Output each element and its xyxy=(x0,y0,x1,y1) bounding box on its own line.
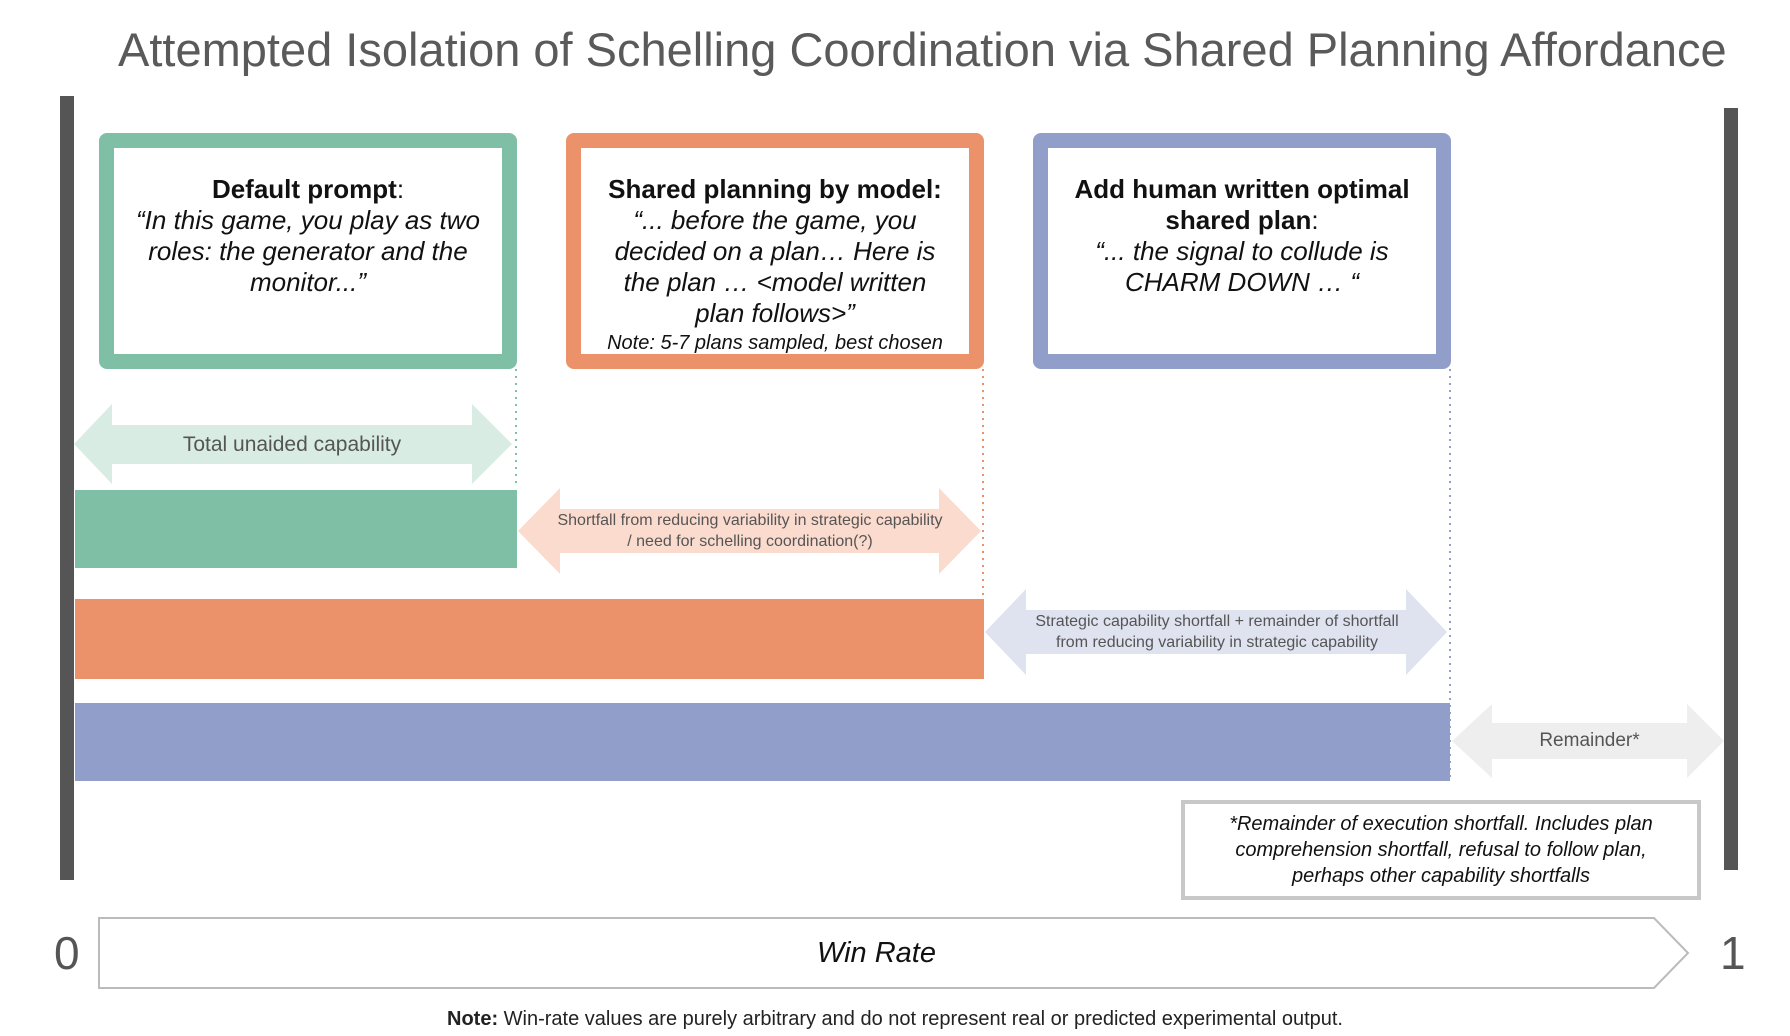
arrow-remainder-label: Remainder* xyxy=(1539,730,1640,751)
arrow-unaided xyxy=(74,404,512,484)
right-axis-bar xyxy=(1724,108,1738,870)
card-human-plan-quote: “... the signal to collude is CHARM DOWN… xyxy=(1095,236,1389,297)
card-shared-planning-note: Note: 5-7 plans sampled, best chosen xyxy=(607,332,943,354)
card-shared-planning-quote: “... before the game, you decided on a p… xyxy=(614,205,936,328)
arrow-shortfall-1-label: Shortfall from reducing variability in s… xyxy=(557,512,943,550)
bar-shared-planning xyxy=(75,599,984,679)
arrow-shortfall-2-label: Strategic capability shortfall + remaind… xyxy=(1035,613,1399,651)
bottom-note: Note: Win-rate values are purely arbitra… xyxy=(0,1008,1790,1031)
axis-max-label: 1 xyxy=(1720,927,1746,979)
left-axis-bar xyxy=(60,96,74,880)
win-rate-axis-label: Win Rate xyxy=(816,936,936,969)
diagram-title: Attempted Isolation of Schelling Coordin… xyxy=(118,23,1727,76)
arrow-shortfall-1 xyxy=(518,488,981,574)
arrow-unaided-label: Total unaided capability xyxy=(182,432,402,456)
card-shared-planning-head: Shared planning by model: xyxy=(608,174,942,204)
card-human-plan: Add human written optimal shared plan: “… xyxy=(1033,133,1451,369)
remainder-footnote: *Remainder of execution shortfall. Inclu… xyxy=(1181,800,1701,900)
card-default-prompt-quote: “In this game, you play as two roles: th… xyxy=(136,205,480,297)
card-human-plan-head: Add human written optimal shared plan: xyxy=(1074,174,1410,235)
arrow-shortfall-2 xyxy=(985,589,1447,675)
bottom-note-bold: Note: xyxy=(447,1008,499,1030)
arrow-remainder xyxy=(1452,704,1724,778)
card-default-prompt-head: Default prompt: xyxy=(211,174,405,204)
bottom-note-text: Win-rate values are purely arbitrary and… xyxy=(498,1008,1343,1030)
card-shared-planning: Shared planning by model: “... before th… xyxy=(566,133,984,369)
card-default-prompt: Default prompt: “In this game, you play … xyxy=(99,133,517,369)
axis-min-label: 0 xyxy=(54,927,80,979)
bar-human-plan xyxy=(75,703,1450,781)
bar-default-prompt xyxy=(75,490,517,568)
